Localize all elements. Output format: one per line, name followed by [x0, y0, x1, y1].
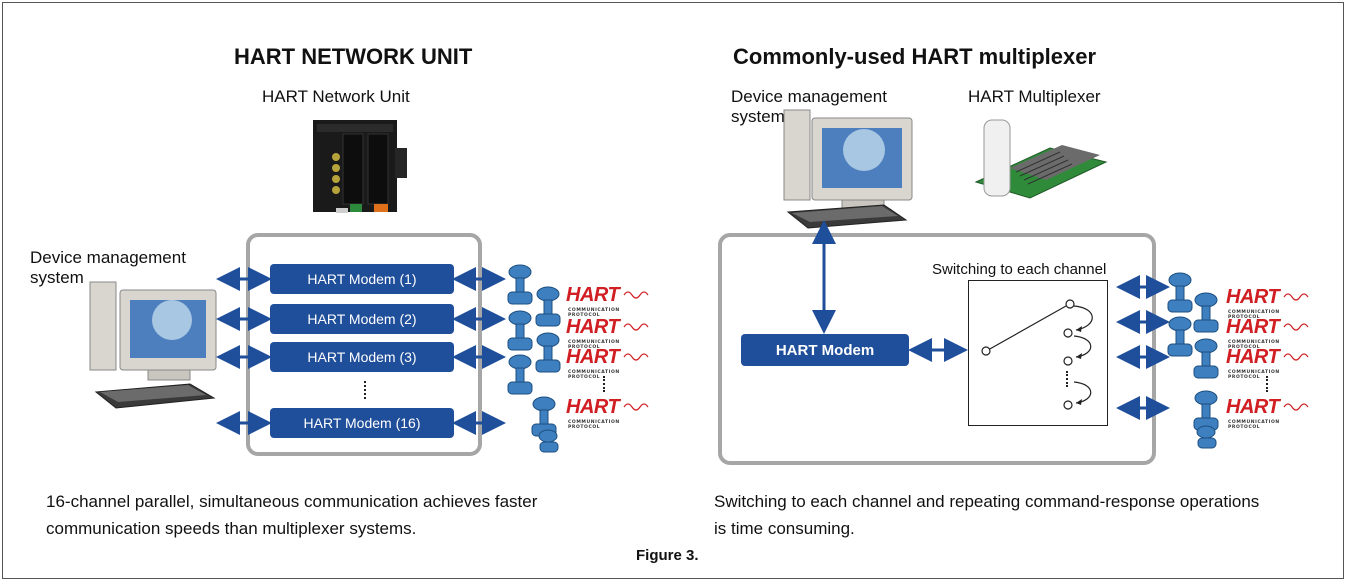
hart-logo-l2: HART COMMUNICATION PROTOCOL	[566, 316, 654, 358]
hart-logo-l4: HART COMMUNICATION PROTOCOL	[566, 396, 654, 438]
device-mgmt-label-left: Device management system	[30, 248, 186, 288]
device-mgmt-line2-right: system	[731, 107, 785, 126]
hart-logo-word: HART	[566, 316, 620, 338]
ellipsis-dots-switch	[1066, 371, 1070, 387]
device-mgmt-line2: system	[30, 268, 84, 287]
network-unit-label: HART Network Unit	[262, 87, 410, 106]
hart-logo-tagline: COMMUNICATION PROTOCOL	[568, 340, 620, 350]
mux-label: HART Multiplexer	[968, 87, 1101, 106]
ellipsis-dots-left	[364, 381, 368, 399]
hart-logo-word: HART	[566, 346, 620, 368]
right-caption: Switching to each channel and repeating …	[714, 492, 1260, 538]
hart-logo-word: HART	[566, 396, 620, 418]
hart-logo-r4: HART COMMUNICATION PROTOCOL	[1226, 396, 1314, 438]
hart-logo-word: HART	[1226, 286, 1280, 308]
hart-logo-tagline: COMMUNICATION PROTOCOL	[1228, 340, 1280, 350]
hart-logo-tagline: COMMUNICATION PROTOCOL	[1228, 310, 1280, 320]
ellipsis-dots-logos-right	[1266, 376, 1270, 392]
hart-logo-tagline: COMMUNICATION PROTOCOL	[568, 370, 620, 380]
hart-logo-r3: HART COMMUNICATION PROTOCOL	[1226, 346, 1314, 388]
right-title: Commonly-used HART multiplexer	[733, 44, 1097, 69]
left-title: HART NETWORK UNIT	[234, 44, 473, 69]
switching-box	[968, 280, 1108, 426]
hart-modem-3: HART Modem (3)	[270, 342, 454, 372]
hart-modem-16: HART Modem (16)	[270, 408, 454, 438]
hart-logo-tagline: COMMUNICATION PROTOCOL	[568, 308, 620, 318]
hart-modem-1: HART Modem (1)	[270, 264, 454, 294]
hart-modem-2: HART Modem (2)	[270, 304, 454, 334]
hart-logo-tagline: COMMUNICATION PROTOCOL	[1228, 370, 1280, 380]
hart-logo-l3: HART COMMUNICATION PROTOCOL	[566, 346, 654, 388]
hart-logo-word: HART	[566, 284, 620, 306]
left-caption: 16-channel parallel, simultaneous commun…	[46, 492, 538, 538]
hart-logo-l1: HART COMMUNICATION PROTOCOL	[566, 284, 654, 326]
hart-modem: HART Modem	[741, 334, 909, 366]
device-mgmt-line1: Device management	[30, 248, 186, 267]
hart-logo-word: HART	[1226, 346, 1280, 368]
hart-logo-tagline: COMMUNICATION PROTOCOL	[568, 420, 620, 430]
hart-logo-word: HART	[1226, 316, 1280, 338]
switch-label: Switching to each channel	[932, 261, 1107, 278]
hart-logo-r2: HART COMMUNICATION PROTOCOL	[1226, 316, 1314, 358]
hart-logo-r1: HART COMMUNICATION PROTOCOL	[1226, 286, 1314, 328]
device-mgmt-label-right: Device management system	[731, 87, 887, 127]
ellipsis-dots-logos-left	[603, 376, 607, 392]
network-unit-box	[246, 233, 482, 456]
hart-logo-word: HART	[1226, 396, 1280, 418]
device-mgmt-line1-right: Device management	[731, 87, 887, 106]
figure-caption: Figure 3.	[636, 547, 699, 564]
hart-logo-tagline: COMMUNICATION PROTOCOL	[1228, 420, 1280, 430]
